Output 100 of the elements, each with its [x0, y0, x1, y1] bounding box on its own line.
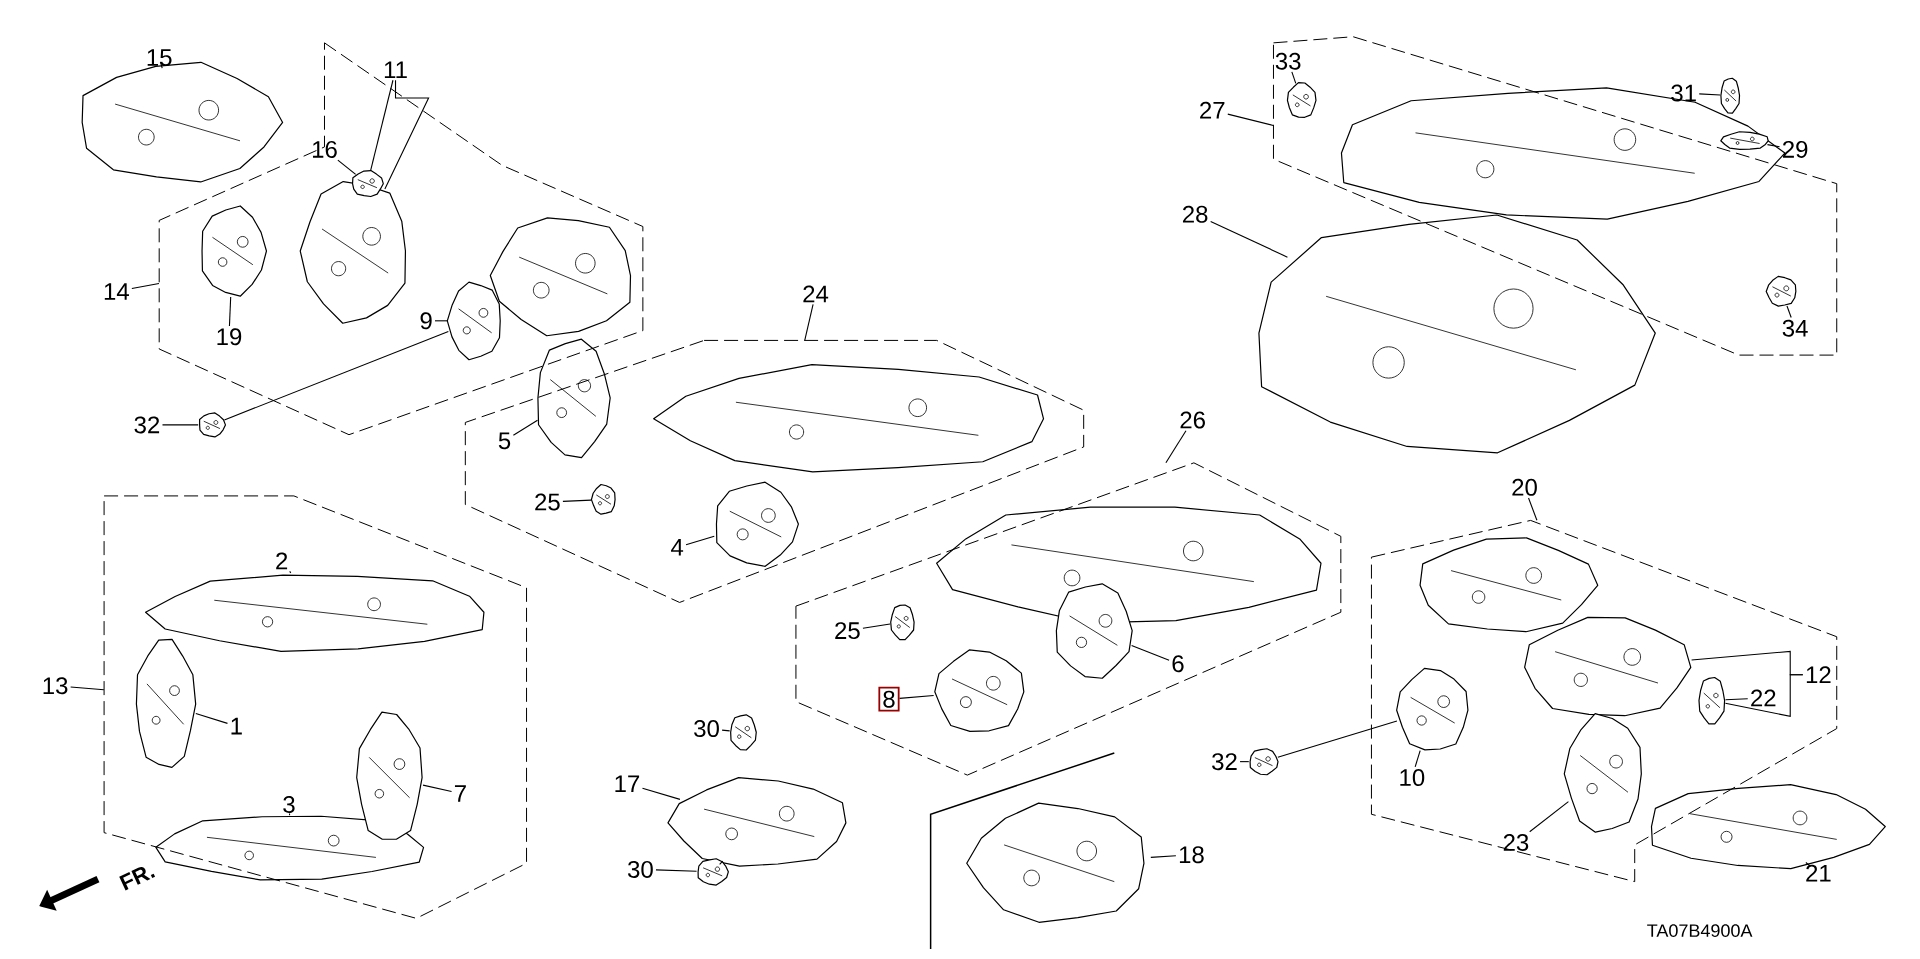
callout-number: 32: [134, 416, 160, 434]
leader-line: [562, 499, 592, 503]
leader-line: [434, 320, 448, 322]
leader-line: [223, 330, 449, 421]
part-drawing: [715, 481, 799, 568]
callout-number: 15: [147, 49, 172, 67]
part-drawing: [201, 205, 268, 297]
group-outline: [464, 340, 1085, 604]
callout-number: 33: [1275, 52, 1301, 70]
leader-line: [719, 860, 724, 866]
leader-line: [804, 304, 814, 341]
callout-number: 34: [1782, 319, 1808, 337]
callout-number: 7: [454, 785, 466, 802]
leader-line: [1529, 801, 1569, 833]
callout-number: 14: [104, 283, 129, 300]
part-drawing: [1396, 667, 1469, 751]
part-drawing: [299, 181, 407, 324]
leader-line: [1291, 71, 1297, 84]
callout-number: 30: [628, 861, 653, 878]
part-drawing: [890, 604, 915, 641]
group-outline: [1273, 36, 1838, 356]
leader-line: [1131, 645, 1170, 661]
part-drawing: [145, 574, 485, 652]
leader-line: [641, 787, 681, 801]
part-drawing: [1720, 131, 1769, 151]
leader-line: [337, 159, 357, 175]
leader-line: [1724, 698, 1749, 701]
part-drawing: [934, 649, 1025, 733]
part-code: TA07B4900A: [1647, 924, 1753, 938]
leader-line: [161, 424, 199, 426]
leader-line: [1724, 674, 1804, 718]
part-drawing: [1698, 677, 1726, 725]
callout-number: 6: [1172, 655, 1184, 673]
leader-line: [1210, 221, 1288, 258]
leader-line: [422, 784, 453, 793]
part-drawing: [1055, 583, 1133, 679]
callout-number: 5: [498, 432, 511, 450]
part-drawing: [199, 412, 227, 438]
leader-line: [1277, 720, 1398, 758]
direction-label: FR.: [119, 867, 156, 891]
callout-number: 21: [1806, 864, 1831, 882]
part-drawing: [590, 484, 616, 515]
callout-number: 2: [276, 552, 288, 570]
leader-line: [228, 296, 232, 327]
callout-number: 16: [313, 141, 337, 158]
part-drawing: [1524, 616, 1692, 717]
callout-number: 9: [420, 312, 432, 330]
part-drawing: [135, 638, 197, 769]
leader-line: [195, 713, 228, 725]
part-drawing: [1286, 82, 1317, 118]
leader-line: [288, 813, 291, 816]
callout-number: 24: [803, 285, 829, 303]
leader-line: [512, 419, 539, 436]
callout-number: 32: [1212, 753, 1237, 771]
leader-line: [1766, 144, 1781, 148]
leader-line: [721, 729, 731, 732]
group-outline: [795, 462, 1342, 776]
leader-line: [70, 686, 105, 691]
part-drawing: [1249, 748, 1279, 776]
callout-number: 28: [1182, 205, 1208, 223]
part-drawing: [446, 281, 501, 361]
leader-line: [1239, 761, 1250, 763]
callout-number: 13: [43, 677, 68, 695]
callout-number: 10: [1400, 769, 1425, 787]
leader-line: [862, 623, 891, 629]
callout-number: 1: [231, 717, 242, 735]
leader-line: [1227, 113, 1274, 127]
callout-number: 4: [671, 539, 684, 556]
callout-number: 25: [835, 622, 860, 640]
part-drawing: [1765, 275, 1797, 307]
part-drawing: [1563, 713, 1642, 833]
part-drawing: [697, 858, 729, 886]
leader-line: [1698, 93, 1721, 96]
leader-line: [685, 535, 715, 546]
callout-number: 17: [615, 775, 640, 793]
part-drawing: [730, 714, 757, 751]
leader-line: [1414, 750, 1421, 768]
leader-line: [1165, 430, 1187, 464]
callout-number: 22: [1751, 689, 1776, 707]
leader-line: [1786, 305, 1792, 319]
callout-number: 23: [1503, 834, 1529, 852]
callout-number: 27: [1200, 101, 1225, 119]
callout-number: 30: [694, 720, 719, 738]
callout-number: 29: [1783, 141, 1808, 158]
leader-line: [1528, 497, 1538, 521]
callout-number: 3: [283, 796, 295, 814]
leader-line: [1805, 862, 1811, 867]
part-drawing: [1258, 214, 1656, 454]
leader-line: [899, 695, 935, 699]
leader-line: [655, 869, 698, 872]
callout-number: 31: [1671, 84, 1696, 102]
leader-line: [1150, 855, 1177, 858]
callout-number: 11: [384, 61, 407, 79]
part-drawing: [667, 777, 847, 867]
part-drawing: [1720, 77, 1741, 114]
part-drawing: [356, 711, 423, 840]
part-drawing: [537, 338, 611, 459]
leader-line: [131, 283, 160, 290]
part-drawing: [966, 802, 1145, 923]
leader-line: [289, 570, 292, 574]
